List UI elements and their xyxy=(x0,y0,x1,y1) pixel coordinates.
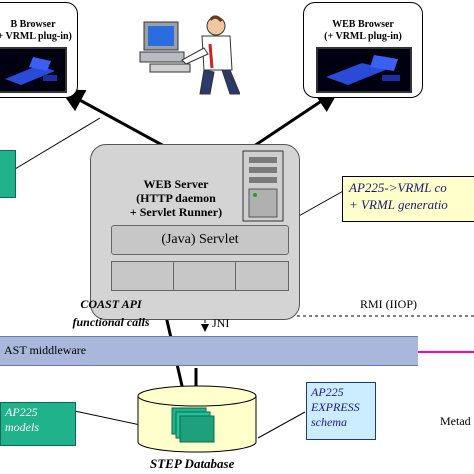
converter-note: AP225->VRML co + VRML generatio xyxy=(342,176,474,222)
right-browser-title-2: (+ VRML plug-in) xyxy=(324,31,402,42)
server-slot-2 xyxy=(173,261,237,291)
middleware-label: AST middleware xyxy=(4,343,87,357)
web-server-box: WEB Server (HTTP daemon + Servlet Runner… xyxy=(90,144,300,320)
servlet-box: (Java) Servlet xyxy=(111,225,289,255)
ap225-schema-line-2: EXPRESS xyxy=(311,400,360,414)
ap225-schema-line-3: schema xyxy=(311,415,347,429)
middleware-bar: AST middleware xyxy=(0,336,418,366)
ap225-models-line-1: AP225 xyxy=(5,405,38,419)
ap225-schema-line-1: AP225 xyxy=(311,385,344,399)
step-database-cylinder xyxy=(137,385,257,453)
converter-note-line-2: + VRML generatio xyxy=(349,197,448,212)
ap225-models-box: AP225 models xyxy=(0,402,76,446)
converter-note-line-1: AP225->VRML co xyxy=(349,180,447,195)
left-green-callout xyxy=(0,150,16,198)
user-computer-icon xyxy=(139,15,240,95)
server-slot-1 xyxy=(111,261,175,291)
jni-label: JNI xyxy=(212,316,230,330)
coast-api-line-2: functional calls xyxy=(72,315,150,329)
ap225-schema-box: AP225 EXPRESS schema xyxy=(306,382,376,440)
right-browser-window: WEB Browser (+ VRML plug-in) xyxy=(303,2,423,98)
models-callout-line xyxy=(69,409,146,427)
right-browser-screen xyxy=(316,47,412,93)
document-stack-icon xyxy=(171,407,215,443)
coast-api-line-1: COAST API xyxy=(80,297,142,311)
vrml-scene-icon xyxy=(318,49,410,91)
left-browser-screen xyxy=(0,47,67,93)
arrow-to-right-browser xyxy=(244,88,340,154)
left-browser-title-2: (+ VRML plug-in) xyxy=(0,31,72,42)
arrow-to-left-browser xyxy=(59,89,176,154)
server-slot-3 xyxy=(235,261,289,291)
metadata-label: Metad xyxy=(440,414,471,428)
web-server-title-2: (HTTP daemon xyxy=(136,191,216,205)
ap225-models-line-2: models xyxy=(5,420,39,434)
step-database-label: STEP Database xyxy=(150,456,235,471)
web-server-title-1: WEB Server xyxy=(143,177,209,191)
vrml-scene-icon xyxy=(0,49,65,91)
callout-line-left xyxy=(9,117,101,173)
left-browser-window: B Browser (+ VRML plug-in) xyxy=(0,2,78,98)
web-server-title-3: + Servlet Runner) xyxy=(129,205,223,219)
rmi-label: RMI (IIOP) xyxy=(360,297,417,311)
server-tower-icon xyxy=(242,150,284,222)
coast-api-label: COAST API functional calls xyxy=(56,297,166,330)
left-browser-title-1: B Browser xyxy=(10,19,56,30)
schema-callout-line xyxy=(257,411,306,439)
right-browser-title-1: WEB Browser xyxy=(332,19,394,30)
